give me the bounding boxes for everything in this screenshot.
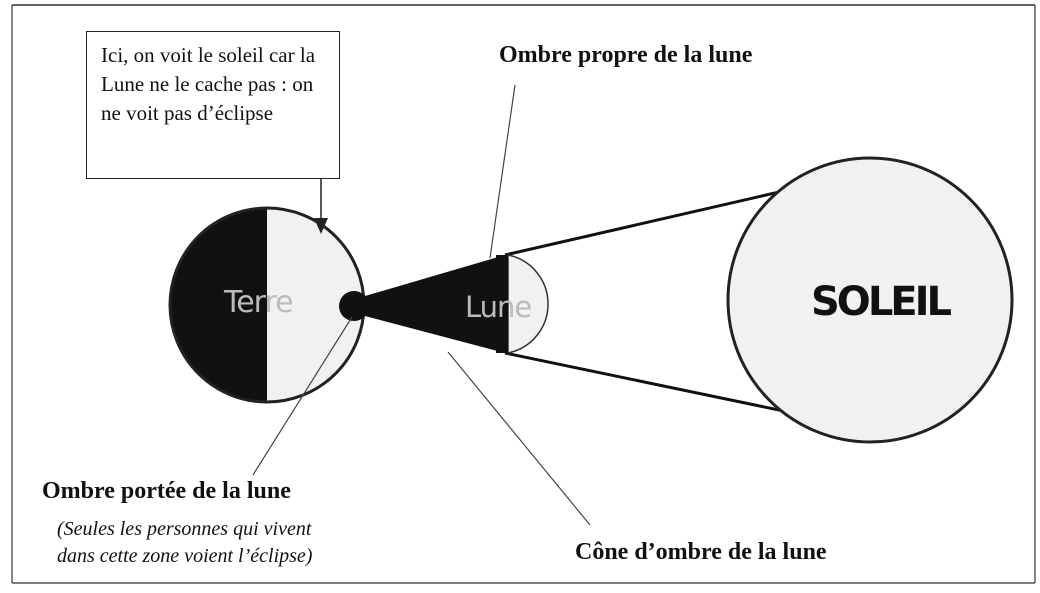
ombre-propre-leader	[489, 84, 516, 259]
cone-ombre-leader	[447, 351, 591, 526]
note-pointer-arrowhead	[314, 218, 328, 234]
moon-label: Lune	[465, 290, 532, 324]
earth-night-side	[170, 208, 267, 402]
visibility-note-box: Ici, on voit le soleil car la Lune ne le…	[86, 31, 340, 179]
visibility-note-text: Ici, on voit le soleil car la Lune ne le…	[101, 43, 316, 125]
ombre-portee-leader	[252, 316, 353, 476]
earth-lit-side	[267, 208, 364, 402]
ombre-propre-label: Ombre propre de la lune	[499, 42, 753, 68]
sun-label: SOLEIL	[811, 279, 952, 325]
moon-lit-side	[507, 254, 549, 354]
umbra-spot	[339, 291, 369, 321]
moon-shadow-cone	[365, 255, 505, 353]
cone-ombre-label: Cône d’ombre de la lune	[575, 539, 827, 565]
ombre-portee-note-line1: (Seules les personnes qui vivent	[57, 518, 312, 540]
ombre-portee-note-line2: dans cette zone voient l’éclipse)	[57, 545, 313, 567]
sun-disc	[726, 156, 1014, 444]
earth-label: Terre	[224, 285, 294, 320]
moon-dark-side	[496, 255, 508, 353]
ombre-portee-label: Ombre portée de la lune	[42, 478, 291, 504]
